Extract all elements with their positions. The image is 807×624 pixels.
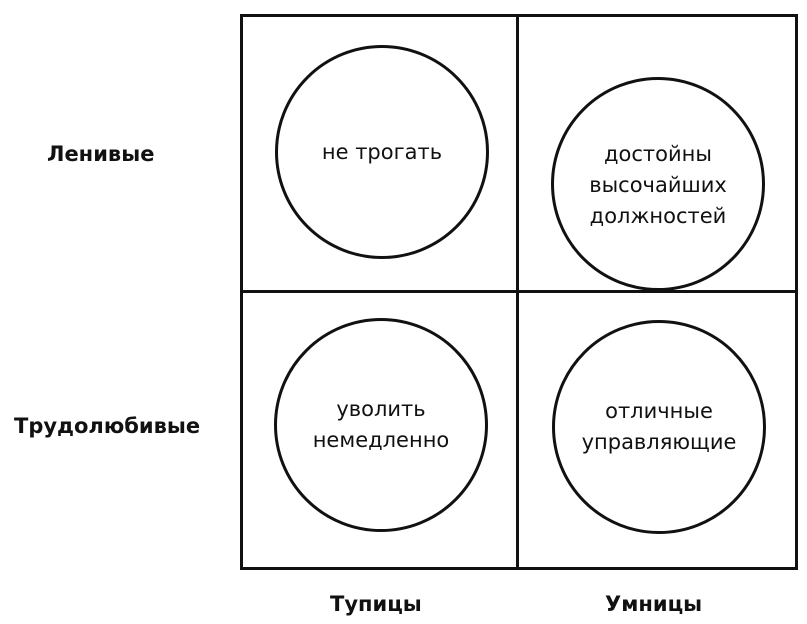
- column-label-smart: Умницы: [605, 592, 703, 616]
- quadrant-text-hardworking-smart: отличные управляющие: [581, 399, 737, 454]
- quadrant-text-lazy-smart: достойны высочайших должностей: [589, 141, 727, 228]
- row-label-lazy: Ленивые: [47, 142, 155, 166]
- row-label-hardworking: Трудолюбивые: [14, 414, 201, 438]
- quadrant-circle-hardworking-smart: отличные управляющие: [552, 320, 766, 534]
- quadrant-circle-lazy-dumb: не трогать: [275, 45, 489, 259]
- column-label-dumb: Тупицы: [330, 592, 422, 616]
- quadrant-text-lazy-dumb: не трогать: [321, 139, 443, 164]
- quadrant-text-hardworking-dumb: уволить немедленно: [312, 397, 450, 452]
- quadrant-circle-lazy-smart: достойны высочайших должностей: [551, 77, 765, 291]
- horizontal-divider: [240, 290, 798, 293]
- quadrant-circle-hardworking-dumb: уволить немедленно: [274, 318, 488, 532]
